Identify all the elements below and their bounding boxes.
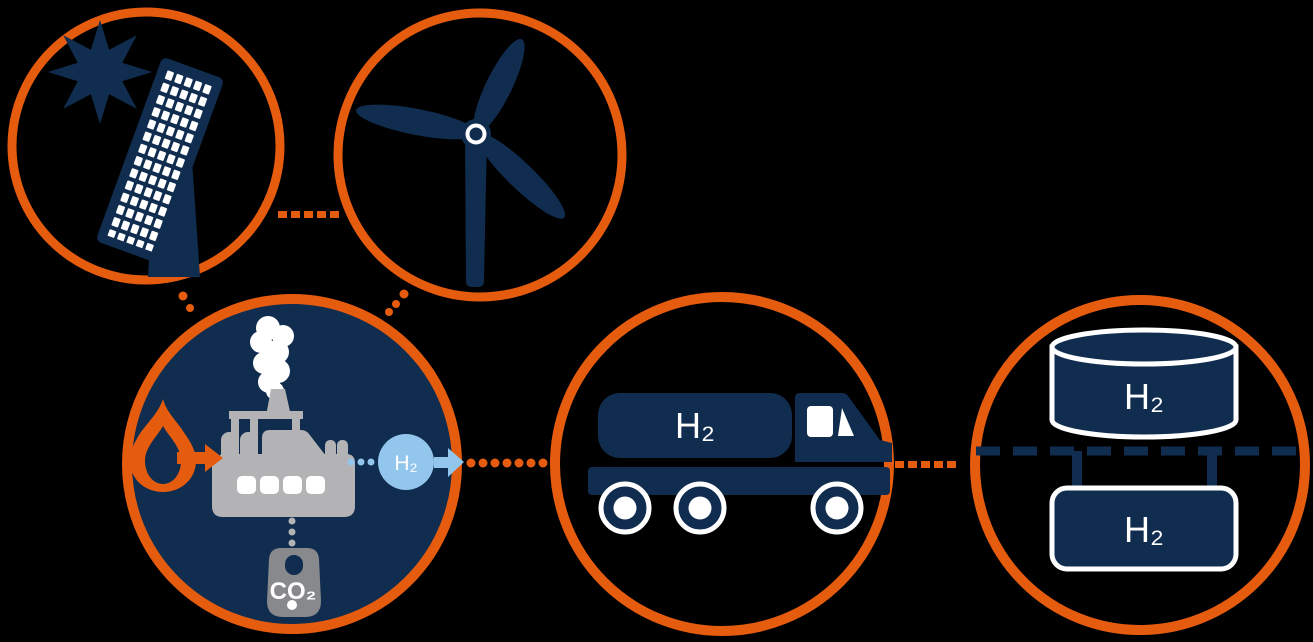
storage-node-circle: [970, 295, 1310, 635]
storage-cylinder-icon: H₂: [1049, 327, 1239, 440]
connector-solar-production: [178, 291, 194, 312]
wind-energy-node: [333, 8, 627, 302]
truck-wheels: [598, 481, 864, 535]
co2-lock-icon: CO₂: [267, 548, 321, 617]
solar-energy-node: [7, 7, 285, 285]
h2-bubble-label: H₂: [394, 452, 417, 475]
tanker-truck-icon: H₂: [588, 393, 892, 535]
h2-output-bubble: H₂: [378, 434, 434, 490]
storage-cylinder-label: H₂: [1124, 376, 1164, 417]
truck-flatbed: [588, 467, 890, 495]
truck-tank: [598, 393, 792, 458]
connector-production-transport: [466, 458, 548, 468]
sun-icon: [48, 20, 152, 124]
underground-storage-icon: H₂: [1049, 485, 1239, 572]
solar-panel-icon: [97, 58, 223, 277]
solar-node-circle: [7, 7, 285, 285]
underground-storage-label: H₂: [1124, 509, 1164, 550]
h2-output-arrow: [434, 448, 464, 477]
truck-tank-label: H₂: [675, 405, 715, 446]
connector-transport-storage: [895, 461, 956, 468]
hydrogen-transport-node: H₂: [550, 292, 894, 636]
h2-output-dots: [347, 458, 375, 466]
wind-turbine-icon: [356, 38, 566, 287]
co2-capture-connector: [288, 517, 296, 547]
storage-pipe-right: [1207, 451, 1217, 489]
energy-input-arrow: [177, 444, 223, 472]
storage-pipe-left: [1072, 451, 1082, 489]
transport-node-circle: [550, 292, 894, 636]
truck-window: [807, 406, 833, 437]
factory-icon: [212, 389, 355, 517]
connector-solar-wind: [278, 211, 339, 218]
connector-wind-production: [385, 289, 409, 316]
hydrogen-storage-node: H₂ H₂: [970, 295, 1310, 635]
hydrogen-production-node: H₂ CO₂: [122, 294, 464, 634]
flame-icon: [130, 399, 196, 492]
wind-node-circle: [333, 8, 627, 302]
